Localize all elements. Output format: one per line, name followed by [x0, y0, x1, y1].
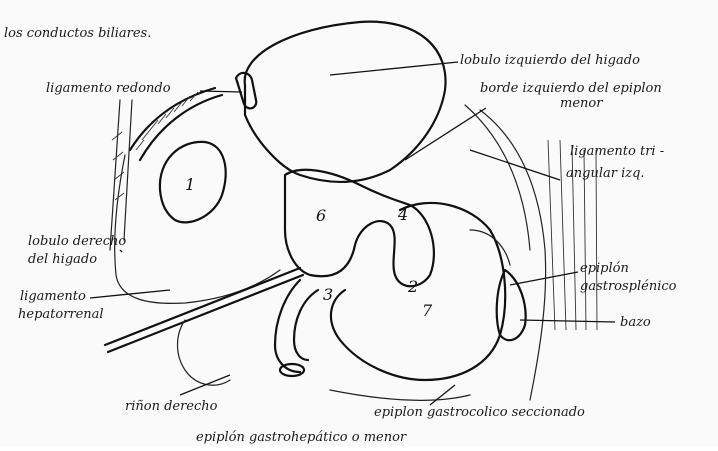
region-number-1: 1 — [185, 175, 195, 194]
right-body-wall — [480, 110, 546, 400]
left-liver-lobe-outline — [245, 22, 446, 182]
region-number-7: 7 — [422, 301, 433, 320]
caption-bottom: epiplón gastrohepático o menor — [196, 430, 407, 445]
label-bazo: bazo — [620, 315, 651, 330]
leader-epiplon-gastrosplenico — [510, 272, 578, 285]
label-hepatorrenal-2: hepatorrenal — [18, 307, 104, 322]
label-hepatorrenal-1: ligamento — [20, 289, 86, 304]
right-liver-lobe-outline — [115, 155, 280, 303]
label-lobulo-derecho-2: del higado — [28, 252, 97, 267]
duodenum-tube — [275, 280, 318, 372]
label-rinon-derecho: riñon derecho — [125, 399, 218, 414]
label-epiplon-gastrosplenico-2: gastrosplénico — [580, 279, 677, 294]
leader-bazo — [520, 320, 615, 322]
region-number-2: 2 — [407, 277, 418, 296]
label-ligamento-redondo: ligamento redondo — [46, 81, 171, 96]
ligamento-redondo-band — [130, 88, 222, 160]
leader-rinon — [180, 375, 230, 395]
region-number-4: 4 — [397, 205, 408, 224]
probe-instrument — [105, 268, 303, 352]
region-number-3: 3 — [323, 285, 333, 304]
leader-lobulo-izquierdo — [330, 62, 458, 75]
label-borde-izquierdo-1: borde izquierdo del epiplon — [480, 81, 662, 96]
label-ligamento-triangular-2: angular izq. — [566, 166, 645, 181]
ligamento-redondo-shading — [136, 92, 198, 150]
stomach-outline — [285, 170, 434, 286]
gastrocolic-cut-edge — [330, 390, 470, 400]
leader-ligamento-triangular — [470, 150, 560, 180]
label-ligamento-triangular-1: ligamento tri - — [570, 144, 664, 159]
leader-lobulo-derecho — [120, 250, 122, 252]
region-number-6: 6 — [316, 206, 326, 225]
label-lobulo-izquierdo: lobulo izquierdo del higado — [460, 53, 640, 68]
right-body-wall-inner — [465, 105, 530, 250]
kidney-outline — [178, 320, 231, 385]
round-ligament-stump — [236, 73, 256, 108]
leader-gastrocolico — [430, 385, 455, 405]
label-borde-izquierdo-2: menor — [560, 96, 603, 111]
leader-borde-izquierdo — [405, 108, 486, 160]
label-epiplon-gastrocolico: epiplon gastrocolico seccionado — [374, 405, 585, 420]
label-lobulo-derecho-1: lobulo derecho — [28, 234, 126, 249]
leader-hepatorrenal — [90, 290, 170, 298]
gastrosplenic-omentum — [470, 230, 510, 265]
label-epiplon-gastrosplenico-1: epiplón — [580, 261, 629, 276]
caption-top: los conductos biliares. — [4, 26, 151, 41]
